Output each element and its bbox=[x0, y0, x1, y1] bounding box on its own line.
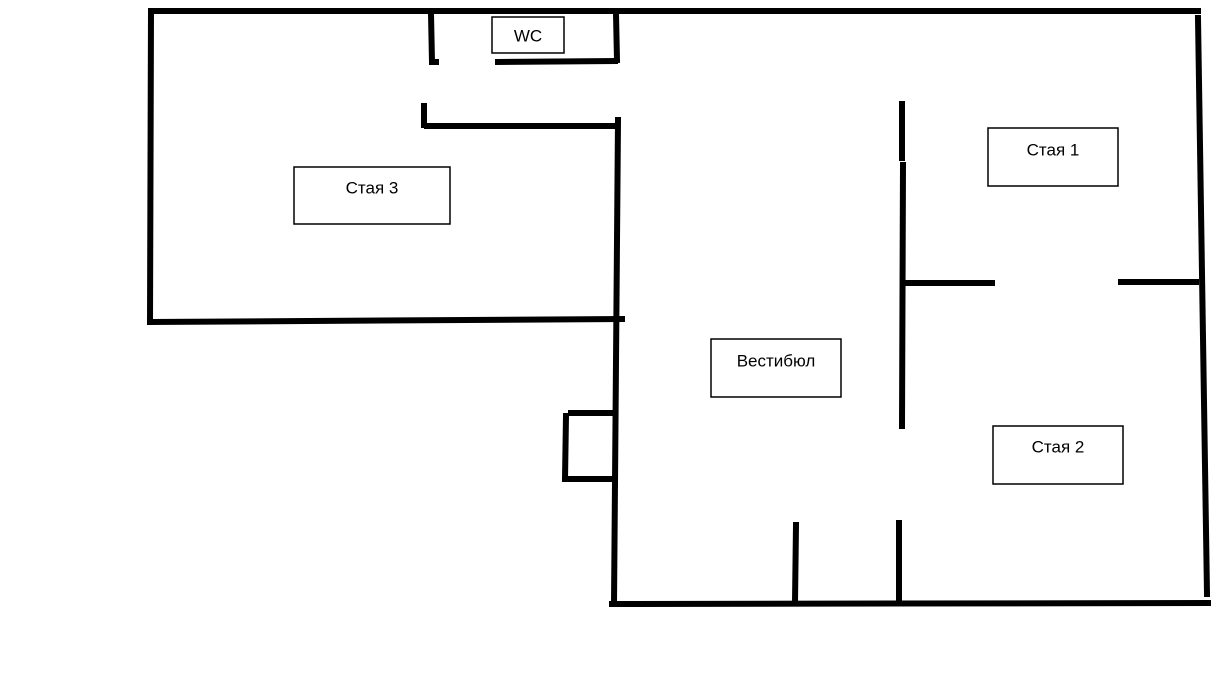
label-wc-text: WC bbox=[514, 26, 542, 45]
label-room3: Стая 3 bbox=[293, 166, 451, 225]
room-labels: WC Стая 3 Стая 1 Вестибюл Стая 2 bbox=[293, 16, 1124, 485]
wall-lower-partition-left bbox=[791, 521, 800, 606]
label-room1: Стая 1 bbox=[987, 127, 1119, 187]
wall-bottom-outer bbox=[608, 599, 1212, 608]
wall-wc-left bbox=[427, 10, 436, 66]
wall-partition-main bbox=[898, 161, 907, 430]
wall-closet-left bbox=[561, 412, 570, 483]
wall-wc-right bbox=[612, 10, 621, 64]
label-lobby: Вестибюл bbox=[710, 338, 842, 398]
label-room2: Стая 2 bbox=[992, 425, 1124, 485]
label-room2-text: Стая 2 bbox=[1032, 437, 1085, 456]
wall-wc-bottom bbox=[494, 57, 619, 66]
label-wc: WC bbox=[491, 16, 565, 54]
wall-room3-bottom bbox=[146, 315, 626, 326]
label-room3-text: Стая 3 bbox=[346, 178, 399, 197]
wall-room3-left bbox=[146, 7, 155, 326]
walls bbox=[146, 7, 1212, 608]
wall-right-outer bbox=[1194, 14, 1211, 598]
wall-lobby-left bbox=[610, 116, 622, 608]
label-lobby-text: Вестибюл bbox=[737, 351, 816, 370]
label-room1-text: Стая 1 bbox=[1027, 140, 1080, 159]
